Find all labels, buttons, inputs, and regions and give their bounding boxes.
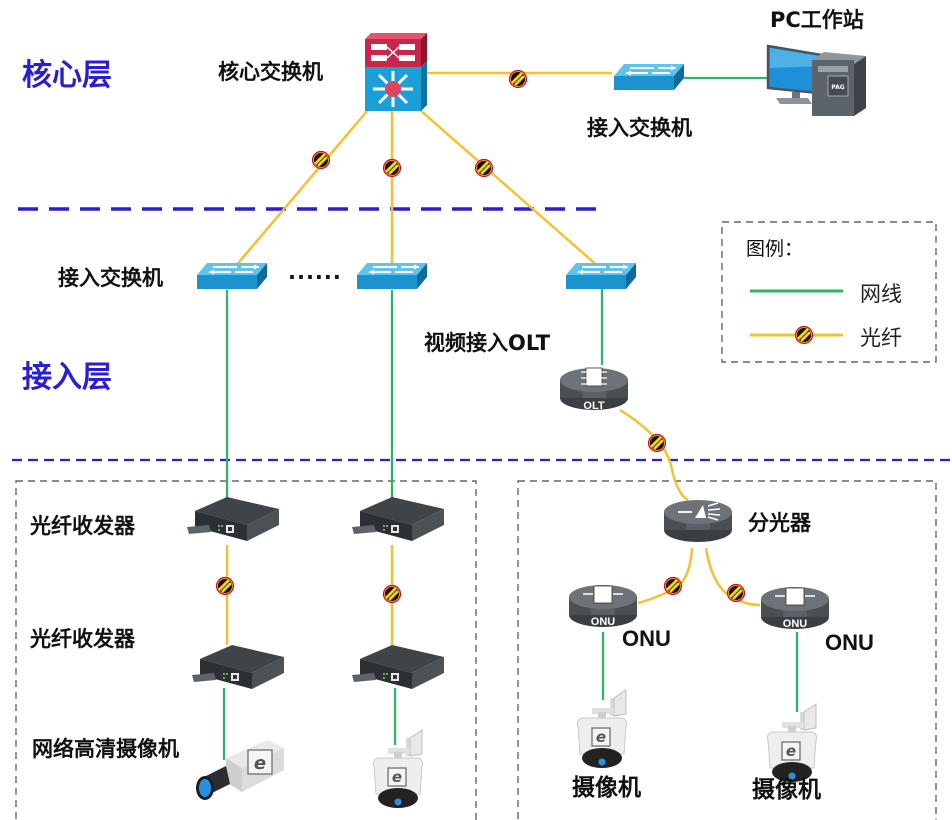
top-access-switch-icon[interactable]	[613, 63, 685, 91]
fiber-olt-to-splitter	[619, 408, 689, 502]
onu-right-label: ONU	[825, 630, 874, 655]
access-switch-label: 接入交换机	[58, 266, 163, 290]
fiber-marker-icon	[508, 69, 528, 89]
fiber-core-to-access-switch-1	[233, 109, 369, 269]
access-layer-label: 接入层	[22, 360, 112, 395]
fiber-marker-icon	[663, 576, 683, 596]
fiber-marker-icon	[215, 576, 235, 596]
legend-box	[721, 221, 937, 363]
camera-right-label: 摄像机	[752, 777, 821, 803]
core-layer-label: 核心层	[22, 58, 112, 93]
core-switch-icon[interactable]	[365, 33, 427, 111]
onu-device-text: ONU	[591, 616, 616, 628]
onu-device-text: ONU	[783, 618, 808, 630]
fiber-transceiver-1b-icon[interactable]	[192, 645, 284, 689]
fiber-marker-icon	[311, 150, 331, 170]
fiber-marker-icon	[382, 158, 402, 178]
onu-right-icon[interactable]: ONU	[761, 587, 829, 630]
fiber-transceiver-2a-icon[interactable]	[352, 497, 444, 541]
splitter-icon[interactable]	[664, 500, 732, 542]
fiber-core-to-olt-switch	[419, 109, 601, 269]
legend-fiber-marker-icon	[794, 325, 814, 345]
pc-case-text: PAG	[831, 84, 844, 91]
svg-text:e: e	[254, 753, 266, 774]
olt-device-icon[interactable]: OLT	[560, 367, 628, 412]
fiber-splitter-to-onu-left	[637, 547, 694, 605]
dome-camera-left-icon[interactable]	[576, 689, 628, 769]
fiber-transceiver-group-box	[15, 480, 477, 820]
legend-fiber-label: 光纤	[860, 326, 902, 350]
fiber-marker-icon	[726, 583, 746, 603]
pon-group-box	[517, 480, 937, 820]
splitter-label: 分光器	[748, 511, 811, 535]
hd-camera-label: 网络高清摄像机	[32, 737, 179, 761]
fiber-marker-icon	[382, 584, 402, 604]
access-switch-2-icon[interactable]	[356, 262, 428, 290]
olt-device-text: OLT	[583, 400, 604, 412]
ethernet-links	[222, 76, 799, 760]
transceiver-label-2: 光纤收发器	[30, 627, 135, 651]
top-access-switch-label: 接入交换机	[587, 116, 692, 140]
fiber-marker-icon	[647, 433, 667, 453]
ellipsis-label: ......	[288, 260, 342, 284]
dome-camera-1-icon[interactable]	[372, 729, 424, 809]
access-switch-1-icon[interactable]	[196, 262, 268, 290]
fiber-transceiver-2b-icon[interactable]	[352, 645, 444, 689]
legend-title: 图例：	[746, 238, 804, 260]
fiber-links	[225, 71, 761, 645]
olt-access-switch-icon[interactable]	[565, 262, 637, 290]
fiber-marker-icon	[474, 158, 494, 178]
hd-box-camera-icon[interactable]: e	[196, 740, 284, 800]
core-switch-label: 核心交换机	[218, 60, 323, 84]
video-olt-label: 视频接入OLT	[424, 331, 551, 355]
onu-left-label: ONU	[622, 626, 671, 651]
fiber-transceiver-1a-icon[interactable]	[187, 497, 279, 541]
transceiver-label-1: 光纤收发器	[30, 514, 135, 538]
camera-left-label: 摄像机	[572, 775, 641, 801]
legend-ethernet-label: 网线	[860, 282, 902, 306]
pc-workstation-label: PC工作站	[770, 8, 864, 32]
onu-left-icon[interactable]: ONU	[569, 585, 637, 628]
pc-workstation-icon[interactable]: PAG	[766, 44, 866, 116]
